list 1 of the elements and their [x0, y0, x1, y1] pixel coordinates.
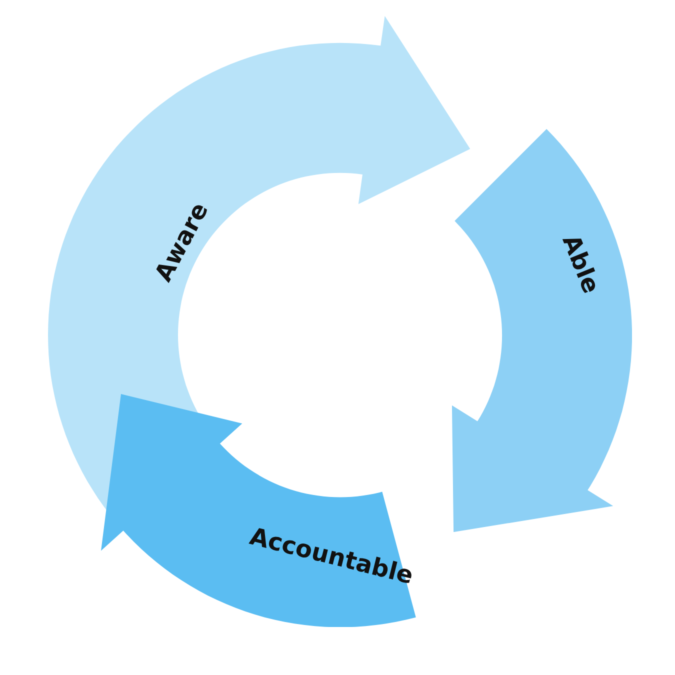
arrow-label: Able: [557, 230, 606, 297]
